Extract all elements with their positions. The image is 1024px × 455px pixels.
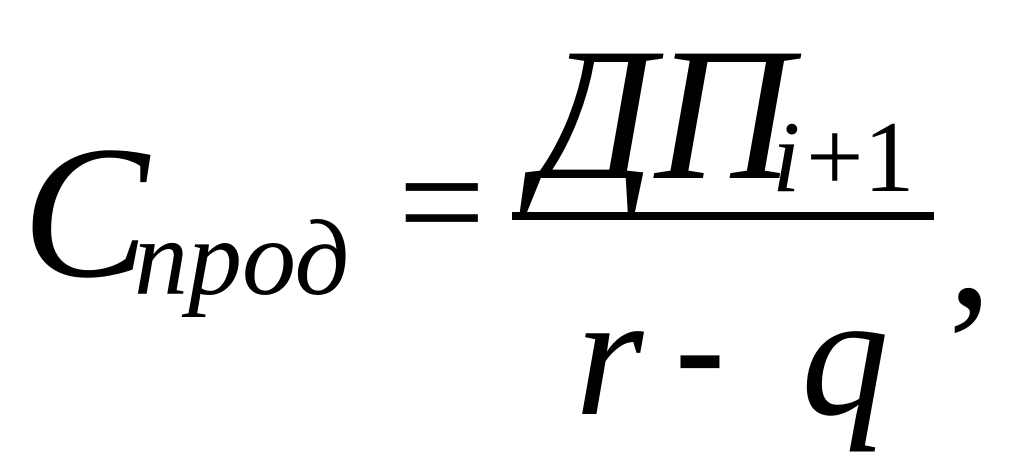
- numerator-subscript-index: i: [772, 101, 801, 214]
- numerator-variable: ДП: [534, 10, 793, 220]
- main-variable: C: [22, 108, 149, 318]
- denominator-left: r: [575, 258, 644, 453]
- denominator-right: q: [801, 258, 889, 453]
- equals-sign: =: [398, 116, 486, 288]
- fraction-bar: [512, 212, 934, 220]
- main-subscript: прод: [134, 199, 350, 318]
- numerator-subscript-rest: +1: [806, 101, 915, 214]
- denominator-operator: -: [675, 264, 725, 430]
- trailing-comma: ,: [948, 150, 992, 345]
